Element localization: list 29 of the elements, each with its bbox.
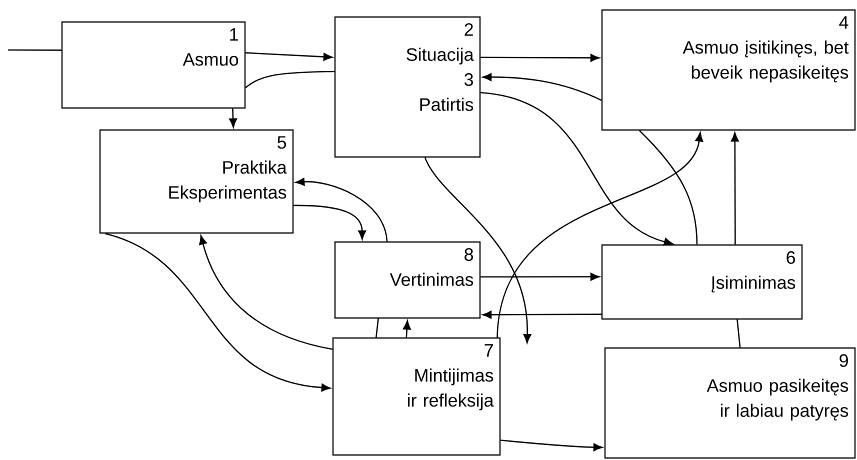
arrow <box>480 272 600 281</box>
connector-line <box>8 49 62 51</box>
arrow <box>199 235 333 350</box>
process-box: 9 Asmuo pasikeitęs ir labiau patyręs <box>604 347 856 459</box>
connector-line <box>736 320 741 348</box>
process-box: 6 Įsiminimas <box>601 244 803 320</box>
arrow <box>482 310 602 319</box>
arrow <box>480 92 674 246</box>
arrow <box>229 108 238 128</box>
arrow <box>730 132 739 244</box>
arrow <box>105 232 331 392</box>
process-box: 8 Vertinimas <box>334 241 481 319</box>
arrow <box>480 54 600 62</box>
process-box: 4 Asmuo įsitikinęs, bet beveik nepasikeitęs <box>601 9 856 131</box>
process-box: 1 Asmuo <box>61 21 246 109</box>
arrow <box>295 178 388 242</box>
arrow <box>482 73 602 101</box>
process-box: 7 Mintijimas ir refleksija <box>332 337 501 456</box>
arrow <box>246 52 333 61</box>
arrow <box>294 204 366 240</box>
arrow <box>402 320 411 338</box>
process-box: 2 Situacija 3 Patirtis <box>334 16 481 158</box>
arrow <box>496 132 704 338</box>
arrow <box>500 440 603 452</box>
connector-line <box>375 318 379 338</box>
connector-line <box>639 130 698 244</box>
process-box: 5 Praktika Eksperimentas <box>99 129 294 234</box>
connector-line <box>245 70 334 88</box>
arrow <box>424 157 532 344</box>
